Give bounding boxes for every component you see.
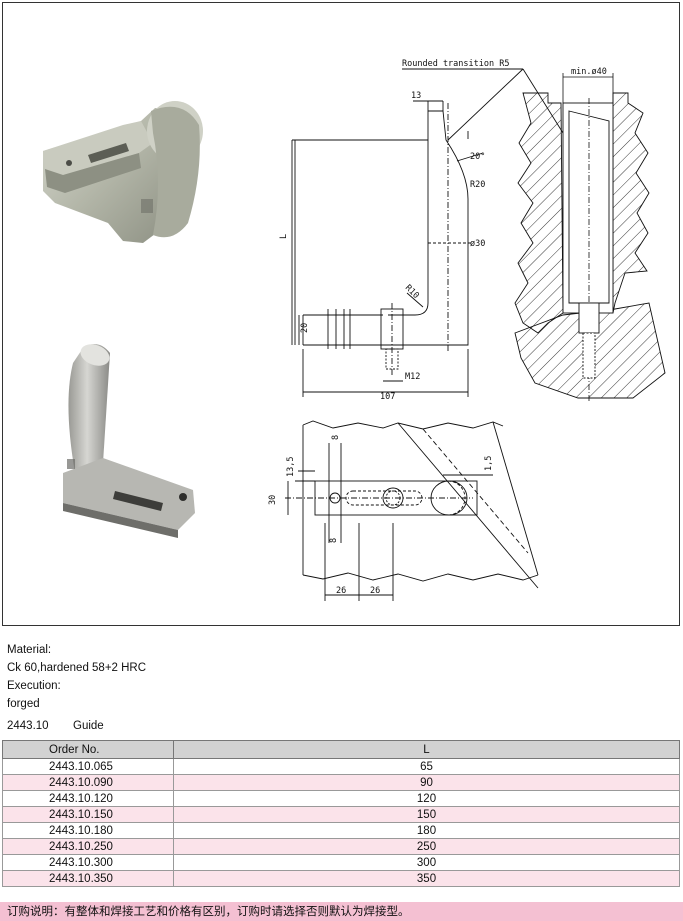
- dim-26-b: 26: [370, 586, 380, 596]
- dim-8-top: 8: [331, 435, 341, 440]
- dim-30: 30: [268, 495, 278, 505]
- dim-phi30: ø30: [470, 239, 485, 249]
- order-no-cell: 2443.10.065: [2, 758, 174, 775]
- top-view-drawing: [285, 420, 539, 601]
- length-cell: 180: [173, 822, 680, 839]
- order-no-cell: 2443.10.090: [2, 774, 174, 791]
- dim-r10: R10: [403, 283, 421, 301]
- dim-20deg: 20°: [470, 152, 485, 162]
- material-label: Material:: [7, 644, 52, 656]
- length-cell: 120: [173, 790, 680, 807]
- product-name: Guide: [73, 720, 104, 732]
- material-value: Ck 60,hardened 58+2 HRC: [7, 662, 147, 674]
- dim-8-bottom: 8: [329, 538, 339, 543]
- order-note: 订购说明：有整体和焊接工艺和价格有区别，订购时请选择否则默认为焊接型。: [0, 902, 683, 921]
- table-header-row: Order No. L: [2, 740, 680, 759]
- dim-r20: R20: [470, 180, 485, 190]
- length-cell: 90: [173, 774, 680, 791]
- length-cell: 150: [173, 806, 680, 823]
- dim-min40: min.ø40: [571, 67, 607, 77]
- technical-drawing: Rounded transition R5 min.ø40 13 20° R20…: [43, 59, 666, 601]
- order-no-cell: 2443.10.250: [2, 838, 174, 855]
- header-l: L: [173, 740, 680, 759]
- dim-1-5: 1,5: [484, 456, 494, 471]
- product-photo-2: [63, 344, 195, 538]
- header-order-no: Order No.: [2, 740, 174, 759]
- product-figure: Rounded transition R5 min.ø40 13 20° R20…: [2, 2, 680, 626]
- product-title-row: 2443.10 Guide: [7, 720, 104, 732]
- product-photo-1: [43, 101, 203, 243]
- dim-20: 20: [300, 323, 310, 333]
- length-cell: 350: [173, 870, 680, 887]
- order-no-cell: 2443.10.350: [2, 870, 174, 887]
- side-view-drawing: [291, 68, 564, 397]
- order-no-cell: 2443.10.150: [2, 806, 174, 823]
- length-cell: 250: [173, 838, 680, 855]
- section-view-drawing: [514, 73, 666, 403]
- length-cell: 65: [173, 758, 680, 775]
- dim-107: 107: [380, 392, 395, 402]
- length-cell: 300: [173, 854, 680, 871]
- dim-13: 13: [411, 91, 421, 101]
- dim-m12: M12: [405, 372, 420, 382]
- callout-rounded-transition: Rounded transition R5: [402, 59, 509, 69]
- order-no-cell: 2443.10.300: [2, 854, 174, 871]
- order-no-cell: 2443.10.180: [2, 822, 174, 839]
- order-no-cell: 2443.10.120: [2, 790, 174, 807]
- dim-26-a: 26: [336, 586, 346, 596]
- product-code: 2443.10: [7, 720, 49, 732]
- execution-value: forged: [7, 698, 40, 710]
- dim-l: L: [279, 234, 289, 239]
- execution-label: Execution:: [7, 680, 61, 692]
- dim-13-5: 13,5: [286, 457, 296, 477]
